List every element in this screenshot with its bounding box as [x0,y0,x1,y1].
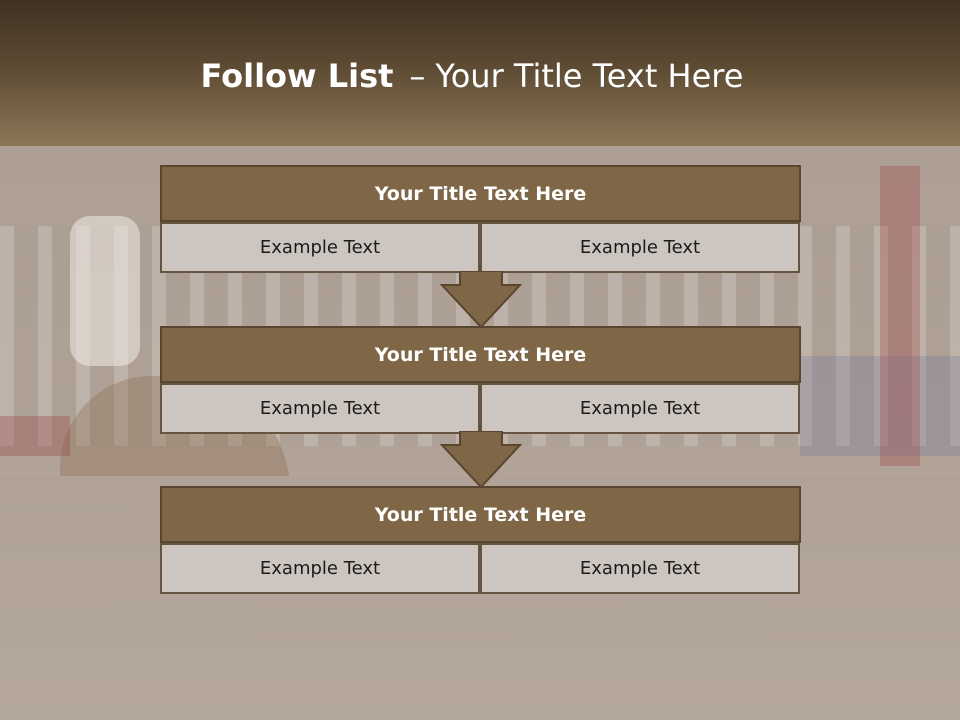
list-block-1: Your Title Text Here Example Text Exampl… [160,165,801,273]
title-separator: – [409,57,426,95]
block-cell-right: Example Text [480,222,800,273]
title-bold-part: Follow List [200,57,394,95]
slide-header [0,0,960,146]
title-rest: Your Title Text Here [435,57,744,95]
list-block-2: Your Title Text Here Example Text Exampl… [160,326,801,434]
block-title: Your Title Text Here [160,486,801,543]
down-arrow-icon [440,271,522,329]
block-cell-left: Example Text [160,383,480,434]
photo-sign-left [0,416,70,456]
block-cell-left: Example Text [160,543,480,594]
down-arrow-icon [440,431,522,489]
block-title: Your Title Text Here [160,165,801,222]
block-cell-left: Example Text [160,222,480,273]
block-cell-right: Example Text [480,383,800,434]
photo-sign-right [800,356,960,456]
block-cell-right: Example Text [480,543,800,594]
photo-gate [880,166,920,466]
slide-title: Follow List–Your Title Text Here [0,56,944,96]
photo-rider [70,216,140,366]
list-block-3: Your Title Text Here Example Text Exampl… [160,486,801,594]
block-title: Your Title Text Here [160,326,801,383]
